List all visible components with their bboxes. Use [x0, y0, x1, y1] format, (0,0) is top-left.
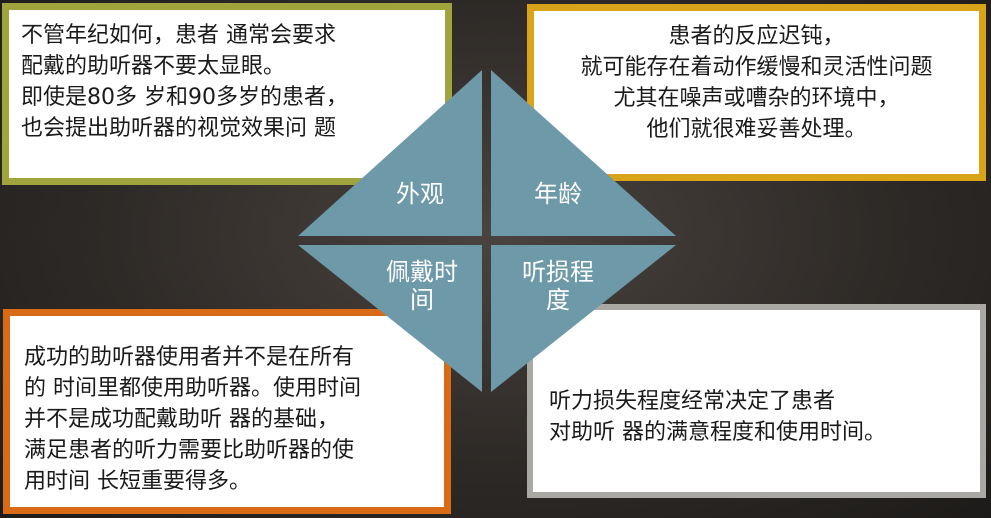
hearing-loss-label-line-2: 度 — [546, 286, 570, 314]
age-triangle — [491, 70, 676, 236]
hearing-loss-label-line-1: 听损程 — [522, 258, 594, 286]
wearing-time-text-line-2: 的 时间里都使用助听器。使用时间 — [24, 376, 361, 401]
wearing-time-triangle — [298, 245, 482, 392]
wearing-time-text-line-3: 并不是成功配戴助听 器的基础， — [24, 407, 339, 432]
age-text-line-2: 就可能存在着动作缓慢和灵活性问题 — [580, 55, 933, 80]
hearing-loss-label: 听损程 度 — [508, 258, 608, 314]
hearing-loss-triangle — [491, 245, 676, 392]
appearance-text-line-4: 也会提出助听器的视觉效果问 题 — [21, 116, 336, 141]
wearing-time-label-line-1: 佩戴时 — [386, 258, 458, 286]
appearance-triangle — [298, 70, 482, 236]
hearing-loss-text-line-2: 对助听 器的满意程度和使用时间。 — [549, 420, 886, 445]
age-text-line-1: 患者的反应迟钝， — [668, 24, 845, 49]
hearing-loss-text-box: 听力损失程度经常决定了患者 对助听 器的满意程度和使用时间。 — [527, 304, 986, 498]
wearing-time-text-line-5: 用时间 长短重要得多。 — [24, 469, 251, 494]
appearance-text-line-2: 配戴的助听器不要太显眼。 — [21, 54, 286, 79]
appearance-text-box: 不管年纪如何，患者 通常会要求 配戴的助听器不要太显眼。 即使是80多 岁和90… — [2, 3, 452, 185]
wearing-time-text-line-1: 成功的助听器使用者并不是在所有 — [24, 345, 355, 370]
wearing-time-text-box: 成功的助听器使用者并不是在所有 的 时间里都使用助听器。使用时间 并不是成功配戴… — [3, 309, 451, 514]
age-text-box: 患者的反应迟钝， 就可能存在着动作缓慢和灵活性问题 尤其在噪声或嘈杂的环境中， … — [527, 4, 986, 181]
appearance-label: 外观 — [396, 180, 444, 208]
age-text-line-3: 尤其在噪声或嘈杂的环境中， — [613, 86, 900, 111]
age-label: 年龄 — [534, 180, 582, 208]
hearing-loss-text-line-1: 听力损失程度经常决定了患者 — [549, 389, 836, 414]
appearance-text-line-3: 即使是80多 岁和90多岁的患者， — [21, 85, 348, 110]
wearing-time-label: 佩戴时 间 — [376, 258, 468, 314]
wearing-time-label-line-2: 间 — [410, 286, 434, 314]
appearance-text-line-1: 不管年纪如何，患者 通常会要求 — [21, 23, 336, 48]
age-text-line-4: 他们就很难妥善处理。 — [646, 117, 867, 142]
wearing-time-text-line-4: 满足患者的听力需要比助听器的使 — [24, 438, 355, 463]
